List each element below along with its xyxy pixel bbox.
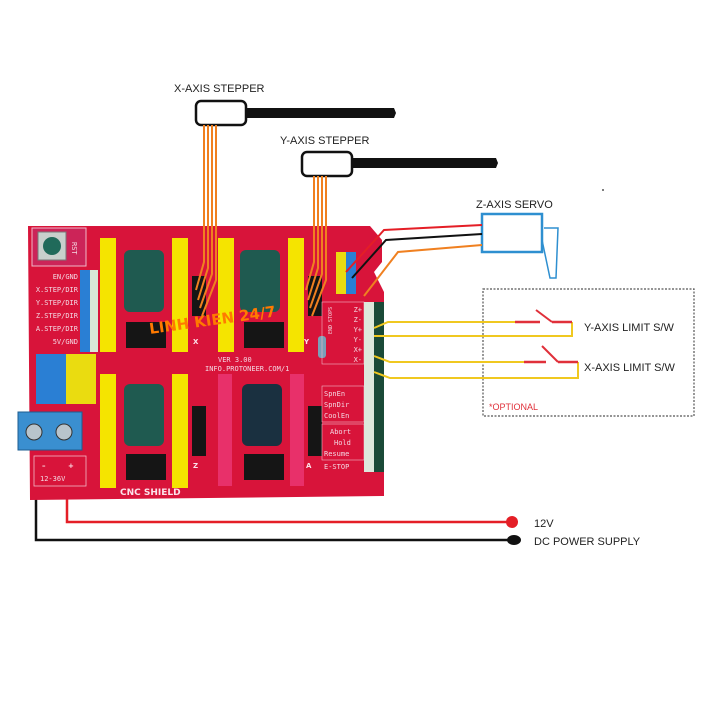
servo-body xyxy=(480,212,544,254)
red-terminal-dot xyxy=(506,516,518,528)
power-minus-label: – xyxy=(42,462,46,470)
endstop-title: END STOPS xyxy=(328,307,334,334)
pin-label-x-step-dir: X.STEP/DIR xyxy=(36,286,79,294)
x-axis-stepper xyxy=(194,99,396,317)
pin-coolen: CoolEn xyxy=(324,412,349,420)
z-driver-header-left xyxy=(100,374,116,488)
reset-label: RST xyxy=(70,242,78,255)
axis-label-x: X xyxy=(193,338,199,346)
label-dc-power-supply: DC POWER SUPPLY xyxy=(534,536,641,548)
board-name: CNC SHIELD xyxy=(120,488,181,498)
pin-hold: Hold xyxy=(334,439,351,447)
y-stepper-wires xyxy=(305,176,327,317)
terminal-screw-plus xyxy=(55,423,73,441)
endstop-white-header xyxy=(364,302,374,472)
servo-wire-orange xyxy=(363,244,483,297)
y-limit-wire-top xyxy=(373,321,515,329)
y-axis-stepper xyxy=(300,150,498,317)
axis-label-a: A xyxy=(306,462,312,470)
driver-headers xyxy=(100,238,304,488)
x-stepper-shaft xyxy=(246,108,396,118)
pin-spnen: SpnEn xyxy=(324,390,345,398)
y-limit-wire-bottom xyxy=(374,322,573,337)
pin-estop: E-STOP xyxy=(324,463,349,471)
endstop-x-minus: X- xyxy=(354,356,362,364)
jumper-block-yellow xyxy=(66,354,96,404)
x-driver-header-left xyxy=(100,238,116,352)
y-stepper-shaft xyxy=(352,158,498,168)
pin-label-5v-gnd: 5V/GND xyxy=(53,338,78,346)
x-driver-header-right xyxy=(172,238,188,352)
endstop-green-header xyxy=(374,302,384,472)
black-terminal-dot xyxy=(507,535,521,545)
y-driver-header-left xyxy=(218,238,234,352)
axis-label-y: Y xyxy=(303,338,310,346)
left-pin-labels: EN/GND X.STEP/DIR Y.STEP/DIR Z.STEP/DIR … xyxy=(36,273,79,346)
a-driver-header-right xyxy=(290,374,304,486)
pin-label-y-step-dir: Y.STEP/DIR xyxy=(36,299,79,307)
x-limit-wire-bottom xyxy=(373,362,579,379)
jumper-block-blue xyxy=(36,354,66,404)
pin-label-a-step-dir: A.STEP/DIR xyxy=(36,325,79,333)
endstop-y-minus: Y- xyxy=(354,336,362,344)
pin-spndir: SpnDir xyxy=(324,401,349,409)
servo-wire-red xyxy=(345,224,483,273)
x-stepper-wires xyxy=(195,125,217,317)
label-12v: 12V xyxy=(534,518,554,530)
reset-button-cap[interactable] xyxy=(43,237,61,255)
left-white-header xyxy=(90,270,98,352)
y-limit-label: Y-AXIS LIMIT S/W xyxy=(584,322,674,334)
terminal-screw-minus xyxy=(25,423,43,441)
capacitors xyxy=(124,250,282,446)
endstop-z-plus: Z+ xyxy=(354,306,362,314)
pin-resume: Resume xyxy=(324,450,349,458)
pin-label-z-step-dir: Z.STEP/DIR xyxy=(36,312,79,320)
pin-abort: Abort xyxy=(330,428,351,436)
endstop-z-minus: Z- xyxy=(354,316,362,324)
servo-wire-black xyxy=(351,233,483,279)
servo-horn xyxy=(541,227,559,279)
axis-label-z: Z xyxy=(193,462,198,470)
board-url: INFO.PROTONEER.COM/1 xyxy=(205,365,289,373)
optional-note: *OPTIONAL xyxy=(489,402,538,412)
power-terminal-block xyxy=(17,411,83,451)
y-limit-switch-lever xyxy=(535,309,553,323)
left-blue-header xyxy=(80,270,90,352)
x-stepper-label: X-AXIS STEPPER xyxy=(174,83,265,95)
x-limit-label: X-AXIS LIMIT S/W xyxy=(584,362,675,374)
board-version: VER 3.00 xyxy=(218,356,252,364)
pin-label-en-gnd: EN/GND xyxy=(53,273,78,281)
servo-header-blue xyxy=(346,252,356,294)
z-driver-header-right xyxy=(172,374,188,488)
servo-header-yellow xyxy=(336,252,346,294)
z-servo-label: Z-AXIS SERVO xyxy=(476,199,553,211)
power-plus-label: + xyxy=(68,462,74,470)
a-driver-header-left xyxy=(218,374,232,486)
endstop-x-plus: X+ xyxy=(354,346,362,354)
y-stepper-label: Y-AXIS STEPPER xyxy=(280,135,370,147)
x-limit-switch-lever xyxy=(541,345,559,363)
endstop-y-plus: Y+ xyxy=(354,326,362,334)
stray-dot xyxy=(602,189,604,191)
power-label-box xyxy=(33,455,87,487)
x-stepper-body xyxy=(194,99,248,127)
x-limit-wire-top xyxy=(373,355,524,363)
y-driver-header-right xyxy=(288,238,304,352)
power-range-label: 12-36V xyxy=(40,475,66,483)
optional-dashed-box xyxy=(482,288,695,417)
limit-switch-box xyxy=(373,288,695,417)
cnc-shield-board: RST EN/GND X.STEP/DIR Y.STEP/DIR Z.STEP/… xyxy=(17,226,384,500)
z-axis-servo xyxy=(345,212,559,297)
y-stepper-body xyxy=(300,150,354,178)
